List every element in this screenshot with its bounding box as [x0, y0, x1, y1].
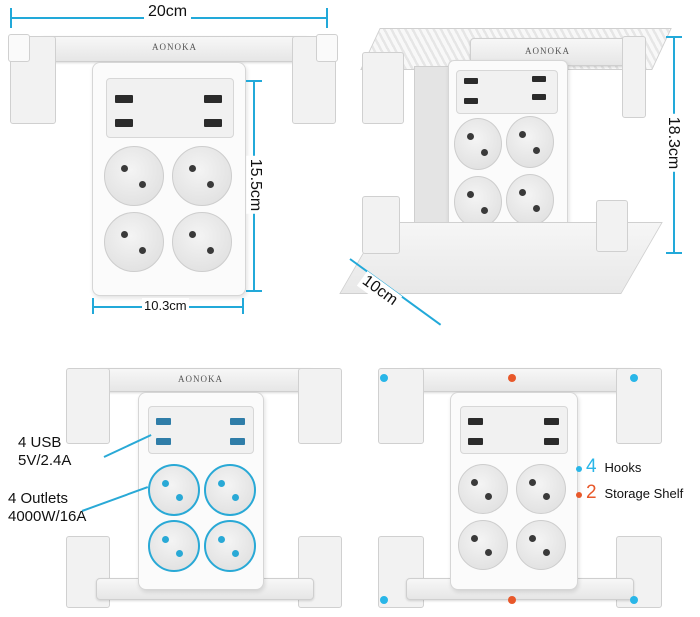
hook-marker [630, 596, 638, 604]
height-label: 15.5cm [246, 155, 265, 215]
outlet-callout: 4 Outlets 4000W/16A [8, 490, 86, 526]
usb-port [204, 95, 222, 103]
shelf-top [40, 36, 310, 62]
shelf-marker [508, 374, 516, 382]
bottom-right-bracket [596, 200, 628, 252]
outlet [104, 212, 164, 272]
width-arrow-left-tick [10, 8, 12, 28]
specs-panel: AONOKA 4 USB 5V/2.4A 4 Outlets 4000W/16A [0, 350, 350, 617]
width-label: 20cm [144, 3, 192, 21]
usb-port [115, 95, 133, 103]
strip-width-right-tick [242, 298, 244, 314]
usb-port [156, 438, 171, 445]
outlet [458, 464, 508, 514]
outlet [454, 118, 502, 170]
height-arrow-bottom-tick [246, 290, 262, 292]
hooks-panel: 4 Hooks 2 Storage Shelf [360, 350, 700, 617]
left-bracket [362, 52, 404, 124]
outlet [458, 520, 508, 570]
outlet [148, 520, 200, 572]
shelf-count: 2 [586, 482, 597, 503]
front-view-panel: 20cm AONOKA 15.5cm 10.3cm [0, 0, 340, 320]
outlet-callout-line1: 4 Outlets [8, 490, 69, 507]
usb-port [464, 78, 478, 84]
hook-marker [380, 374, 388, 382]
total-height-top-tick [666, 36, 682, 38]
usb-port [468, 418, 483, 425]
brand-logo: AONOKA [525, 46, 570, 56]
width-arrow-right-tick [326, 8, 328, 28]
usb-port [230, 438, 245, 445]
left-hook [8, 34, 30, 62]
outlet [516, 520, 566, 570]
usb-panel [460, 406, 568, 454]
strip-width-label: 10.3cm [142, 298, 189, 313]
hooks-count: 4 [586, 456, 597, 477]
hooks-label: Hooks [604, 460, 642, 475]
right-bracket [298, 368, 342, 444]
usb-port [230, 418, 245, 425]
usb-port [544, 418, 559, 425]
left-bracket [66, 368, 110, 444]
usb-panel [148, 406, 254, 454]
brand-logo: AONOKA [178, 374, 223, 384]
shelf-top [96, 368, 314, 392]
outlet [148, 464, 200, 516]
right-bracket [616, 368, 662, 444]
bottom-left-bracket [362, 196, 400, 254]
outlet-callout-line2: 4000W/16A [8, 508, 87, 525]
outlet [204, 520, 256, 572]
right-hook [316, 34, 338, 62]
total-height-bottom-tick [666, 252, 682, 254]
usb-panel [106, 78, 234, 138]
outlet [172, 212, 232, 272]
hooks-legend: 4 Hooks [586, 456, 641, 478]
usb-callout-line2: 5V/2.4A [18, 452, 72, 469]
outlet [454, 176, 502, 228]
perspective-view-panel: AONOKA 18.3cm 10cm [339, 0, 700, 330]
strip-width-left-tick [92, 298, 94, 314]
usb-port [532, 94, 546, 100]
usb-port [468, 438, 483, 445]
usb-port [204, 119, 222, 127]
outlet [172, 146, 232, 206]
right-bracket [622, 36, 646, 118]
hook-marker [630, 374, 638, 382]
usb-port [156, 418, 171, 425]
usb-callout: 4 USB 5V/2.4A [18, 434, 71, 470]
usb-port [464, 98, 478, 104]
hook-marker [380, 596, 388, 604]
outlet [506, 116, 554, 168]
usb-port [532, 76, 546, 82]
shelf-legend-dot [576, 492, 582, 498]
usb-port [544, 438, 559, 445]
hooks-legend-dot [576, 466, 582, 472]
usb-port [115, 119, 133, 127]
usb-callout-line1: 4 USB [18, 434, 62, 451]
shelf-marker [508, 596, 516, 604]
shelf-legend: 2 Storage Shelf [586, 482, 683, 504]
height-arrow-top-tick [246, 80, 262, 82]
outlet [516, 464, 566, 514]
brand-logo: AONOKA [152, 42, 197, 52]
outlet [104, 146, 164, 206]
outlet [506, 174, 554, 226]
shelf-label: Storage Shelf [604, 486, 684, 501]
shelf-top [406, 368, 634, 392]
total-height-label: 18.3cm [664, 113, 683, 173]
outlet [204, 464, 256, 516]
